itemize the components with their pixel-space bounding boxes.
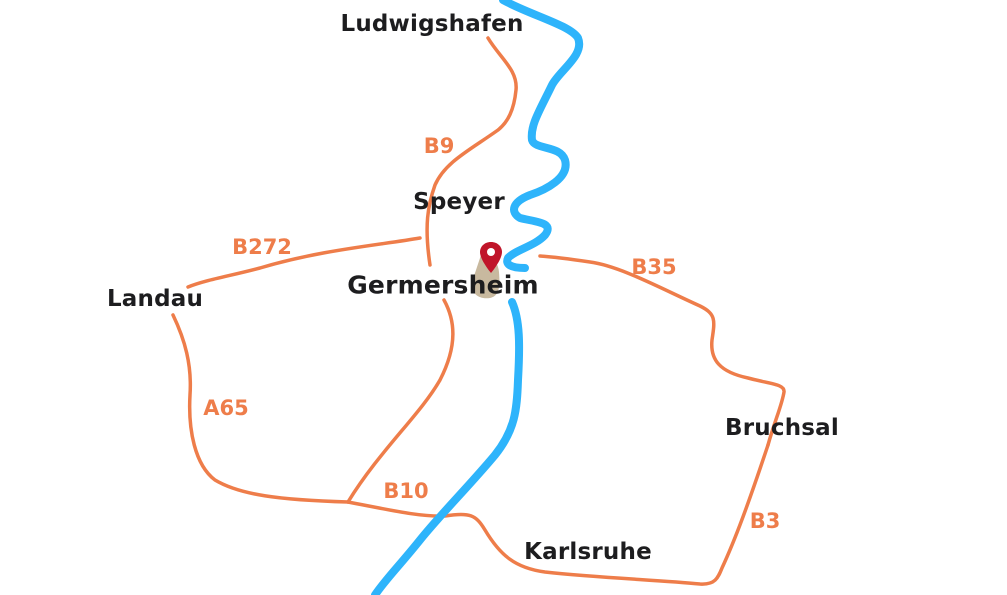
road-label-b10: B10 bbox=[383, 479, 429, 503]
road-b3 bbox=[538, 254, 786, 447]
road-label-b9: B9 bbox=[423, 134, 455, 158]
road-label-b3: B3 bbox=[749, 509, 781, 533]
river-rhine-south bbox=[371, 298, 524, 595]
road-label-b272: B272 bbox=[232, 235, 292, 259]
germersheim-marker[interactable] bbox=[471, 242, 502, 299]
road-germersheim-south bbox=[346, 298, 455, 504]
river-rhine bbox=[499, 0, 584, 272]
city-label-ludwigshafen[interactable]: Ludwigshafen bbox=[340, 11, 524, 37]
road-label-b35: B35 bbox=[631, 255, 677, 279]
road-label-a65: A65 bbox=[203, 396, 249, 420]
map-pin-icon bbox=[480, 242, 502, 273]
city-label-landau[interactable]: Landau bbox=[106, 286, 204, 312]
city-label-speyer[interactable]: Speyer bbox=[413, 189, 505, 215]
city-label-germersheim[interactable]: Germersheim bbox=[347, 270, 539, 300]
road-b9 bbox=[425, 36, 518, 267]
road-b272 bbox=[186, 236, 422, 289]
city-label-bruchsal[interactable]: Bruchsal bbox=[725, 415, 839, 441]
road-a65 bbox=[171, 313, 350, 504]
city-label-karlsruhe[interactable]: Karlsruhe bbox=[524, 539, 652, 565]
